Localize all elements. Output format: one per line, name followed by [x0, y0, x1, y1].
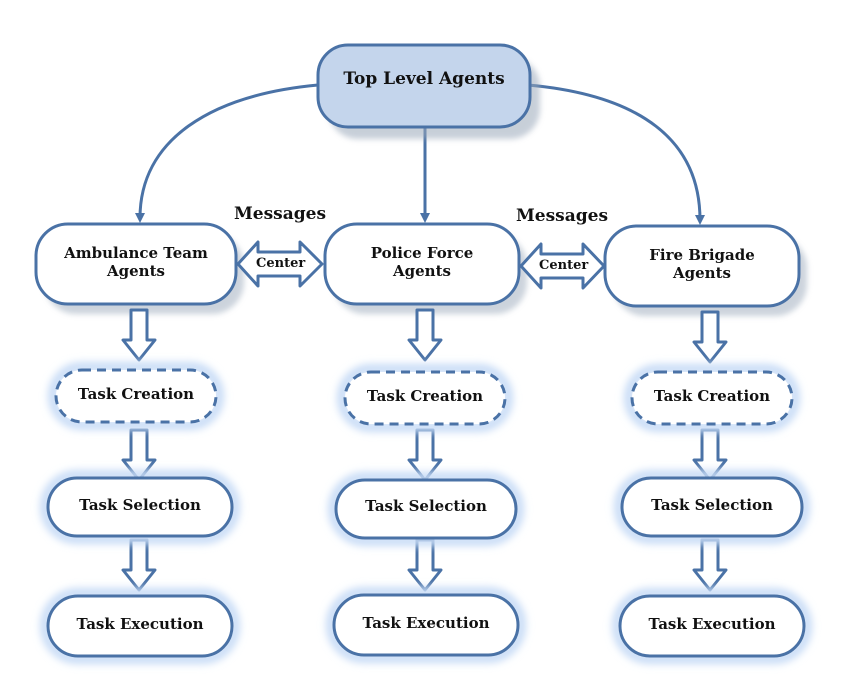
fire-task-creation-label: Task Creation — [653, 387, 771, 405]
fire-agent-line2: Agents — [673, 264, 731, 283]
messages-label-right: Messages — [515, 206, 609, 226]
police-task-execution-box-glow — [326, 587, 526, 663]
ambulance-task-creation-box — [54, 368, 218, 424]
fire-task-creation-box-glow — [624, 364, 800, 432]
ambulance-down-arrow-3 — [121, 538, 157, 592]
ambulance-team-agents-box — [34, 222, 238, 306]
police-force-agents-label: Police Force Agents — [325, 244, 519, 281]
center-label-right: Center — [539, 258, 589, 273]
ambulance-task-creation-box-glow — [48, 362, 224, 430]
police-down-arrow-1 — [407, 308, 443, 362]
ambulance-task-selection-box — [46, 476, 234, 538]
ambulance-down-arrow-1 — [121, 308, 157, 362]
fire-task-creation-box — [630, 370, 794, 426]
police-task-creation-label: Task Creation — [366, 387, 484, 405]
ambulance-task-execution-box-glow — [40, 588, 240, 664]
ambulance-agent-line2: Agents — [107, 262, 165, 281]
police-task-creation-box-glow — [337, 364, 513, 432]
message-center-arrow-right — [519, 242, 606, 290]
police-task-selection-box-glow — [328, 472, 524, 546]
center-label-left: Center — [256, 256, 306, 271]
police-task-selection-label: Task Selection — [365, 497, 487, 515]
fire-down-arrow-3 — [692, 538, 728, 592]
top-level-agents-label: Top Level Agents — [343, 69, 505, 89]
fire-brigade-agents-label: Fire Brigade Agents — [605, 246, 799, 283]
police-down-arrow-3 — [407, 538, 443, 592]
message-center-arrow-left — [236, 240, 324, 288]
ambulance-task-execution-label: Task Execution — [76, 615, 204, 633]
ambulance-task-execution-box — [46, 594, 234, 658]
link-top-to-ambulance — [135, 83, 319, 223]
fire-task-execution-label: Task Execution — [648, 615, 776, 633]
ambulance-task-selection-box-glow — [40, 470, 240, 544]
fire-task-selection-box-glow — [614, 470, 810, 544]
police-task-execution-label: Task Execution — [362, 614, 490, 632]
top-level-agents-box — [316, 43, 532, 129]
link-top-to-fire — [527, 83, 705, 225]
police-agent-line1: Police Force — [370, 244, 474, 262]
police-down-arrow-2 — [407, 428, 443, 482]
police-force-agents-box — [323, 222, 521, 306]
fire-task-execution-box — [618, 594, 806, 658]
police-agent-line2: Agents — [393, 262, 451, 281]
fire-task-selection-box — [620, 476, 804, 538]
ambulance-task-creation-label: Task Creation — [77, 385, 195, 403]
ambulance-task-selection-label: Task Selection — [79, 496, 201, 514]
police-task-selection-box — [334, 478, 518, 540]
police-task-execution-box — [332, 593, 520, 657]
fire-down-arrow-1 — [692, 310, 728, 364]
fire-task-selection-label: Task Selection — [651, 496, 773, 514]
ambulance-team-agents-label: Ambulance Team Agents — [36, 244, 236, 281]
fire-task-execution-box-glow — [612, 588, 812, 664]
messages-label-left: Messages — [233, 204, 327, 224]
police-task-creation-box — [343, 370, 507, 426]
ambulance-agent-line1: Ambulance Team — [64, 244, 208, 262]
fire-agent-line1: Fire Brigade — [649, 246, 755, 264]
